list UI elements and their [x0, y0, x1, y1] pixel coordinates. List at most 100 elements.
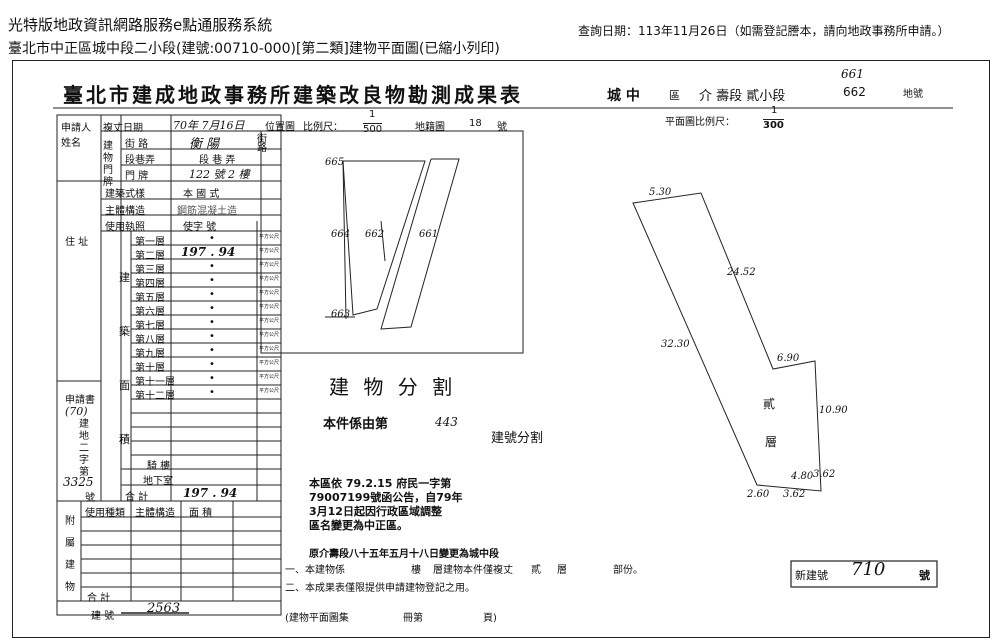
- cadastral-sheet-value: 18: [469, 118, 482, 129]
- lane-label: 段巷弄: [125, 155, 155, 166]
- floor-label: 第七層: [135, 321, 165, 332]
- floor-unit: 平方公尺: [259, 248, 280, 254]
- map-lot-661: 661: [419, 229, 439, 240]
- usage-label: 使用執照: [105, 222, 145, 233]
- floor-empty-dot: •: [209, 289, 215, 300]
- plan-scale-den: 300: [763, 119, 784, 131]
- map-lot-662: 662: [365, 229, 385, 240]
- note-item-2: 二、本成果表僅限提供申請建物登記之用。: [285, 583, 475, 594]
- location-scale-den: 500: [363, 123, 383, 135]
- system-title: 光特版地政資訊網路服務e點通服務系統: [8, 16, 273, 34]
- dim-step: 6.90: [777, 353, 800, 364]
- lot-top: 661: [841, 67, 864, 81]
- query-date: 查詢日期：113年11月26日（如需登記謄本，請向地政事務所申請。）: [578, 24, 950, 38]
- map-lot-665: 665: [325, 157, 345, 168]
- second-floor-area: 197 . 94: [181, 245, 236, 259]
- annex-label: 附屬建物: [65, 516, 75, 593]
- survey-date-label: 複丈日期: [103, 123, 143, 134]
- building-door-label: 建物門牌: [103, 141, 113, 188]
- floor-label: 第十二層: [135, 391, 175, 402]
- floor-unit: 平方公尺: [259, 234, 280, 240]
- application-number: 3325: [63, 475, 94, 489]
- lane-value: 段 巷 弄: [199, 155, 236, 166]
- new-number-value: 710: [851, 559, 886, 580]
- decree-line-2: 79007199號函公告，自79年: [309, 491, 463, 504]
- location-scale-num: 1: [369, 109, 376, 120]
- floor-empty-dot: •: [209, 345, 215, 356]
- district-label: 區: [669, 89, 680, 102]
- dim-bottom-diag: 4.80: [791, 471, 814, 482]
- location-map-label: 位置圖: [265, 122, 295, 133]
- note-item-1d: 貳: [531, 565, 541, 576]
- note-item-1e: 層: [557, 565, 567, 576]
- structure-value: 鋼筋混凝土造: [177, 206, 237, 217]
- floor-unit: 平方公尺: [259, 360, 280, 366]
- floor-empty-dot: •: [209, 359, 215, 370]
- form-lines: [53, 107, 953, 616]
- form-title: 臺北市建成地政事務所建築改良物勘測成果表: [63, 83, 523, 107]
- floor-label: 第三層: [135, 265, 165, 276]
- title-section: 城 中: [607, 88, 640, 104]
- split-line-no: 443: [435, 415, 458, 429]
- application-suffix: 號: [85, 493, 95, 504]
- footer-c: 頁): [483, 613, 497, 624]
- document-subtitle: 臺北市中正區城中段二小段(建號:00710-000)[第二類]建物平面圖(已縮小…: [8, 41, 500, 57]
- floor-label: 第五層: [135, 293, 165, 304]
- dim-left: 32.30: [661, 339, 690, 350]
- floor-label: 第六層: [135, 307, 165, 318]
- floor-unit: 平方公尺: [259, 346, 280, 352]
- usage-value: 使字 號: [183, 222, 217, 233]
- bottom-no-value: 2563: [147, 601, 181, 616]
- annex-total: 合 計: [87, 593, 111, 604]
- floor-label: 第二層: [135, 251, 165, 262]
- dim-bottom-right: 3.62: [813, 469, 836, 480]
- change-note: 原介壽段八十五年五月十八日變更為城中段: [309, 549, 499, 560]
- door-value: 122 號 2 樓: [189, 168, 250, 181]
- floor-unit: 平方公尺: [259, 388, 280, 394]
- application-label: 申請書: [65, 395, 95, 406]
- decree-line-1: 本區依 79.2.15 府民一字第: [309, 477, 452, 490]
- floor-unit: 平方公尺: [259, 318, 280, 324]
- dim-right: 10.90: [819, 405, 848, 416]
- floor-empty-dot: •: [209, 331, 215, 342]
- dim-bottom-mid: 3.62: [783, 489, 806, 500]
- floor-unit: 平方公尺: [259, 262, 280, 268]
- total-value: 197 . 94: [183, 486, 238, 500]
- new-number-suffix: 號: [919, 569, 930, 582]
- plan-floor-label-2: 層: [765, 435, 778, 449]
- applicant-label: 申請人姓名: [61, 123, 91, 149]
- floor-label: 第一層: [135, 237, 165, 248]
- annex-use: 使用種類: [85, 508, 125, 519]
- new-number-label: 新建號: [795, 569, 828, 582]
- subsection: 介 壽段 貳小段: [699, 89, 786, 104]
- dim-right-upper: 24.52: [727, 267, 756, 278]
- split-title: 建 物 分 割: [329, 375, 457, 399]
- basement-label: 地下室: [143, 476, 173, 487]
- note-item-1f: 部份。: [613, 565, 643, 576]
- footer-a: (建物平面圖集: [285, 613, 349, 624]
- floor-label: 第十一層: [135, 377, 175, 388]
- floor-empty-dot: •: [209, 387, 215, 398]
- split-line-a: 本件係由第: [323, 417, 389, 432]
- balcony-label: 騎 樓: [147, 461, 171, 472]
- street-suffix: 街路: [257, 134, 267, 154]
- floor-empty-dot: •: [209, 317, 215, 328]
- floor-label: 第九層: [135, 349, 165, 360]
- style-label: 建築式樣: [105, 189, 145, 200]
- application-year: (70): [65, 405, 88, 418]
- note-item-1a: 一、本建物係: [285, 565, 345, 576]
- dim-bottom-left: 2.60: [747, 489, 770, 500]
- floor-empty-dot: •: [209, 261, 215, 272]
- structure-label: 主體構造: [105, 206, 145, 217]
- cadastral-sheet-label: 地籍圖: [415, 122, 445, 133]
- split-line-b: 建號分割: [491, 431, 544, 446]
- street-value: 衡 陽: [189, 137, 220, 152]
- floor-unit: 平方公尺: [259, 304, 280, 310]
- footer-b: 冊第: [403, 613, 423, 624]
- lot-bottom: 662: [843, 85, 866, 99]
- floor-empty-dot: •: [209, 303, 215, 314]
- floor-label: 第四層: [135, 279, 165, 290]
- total-label: 合 計: [125, 492, 149, 503]
- lot-label: 地號: [903, 89, 923, 100]
- map-lot-664: 664: [331, 229, 351, 240]
